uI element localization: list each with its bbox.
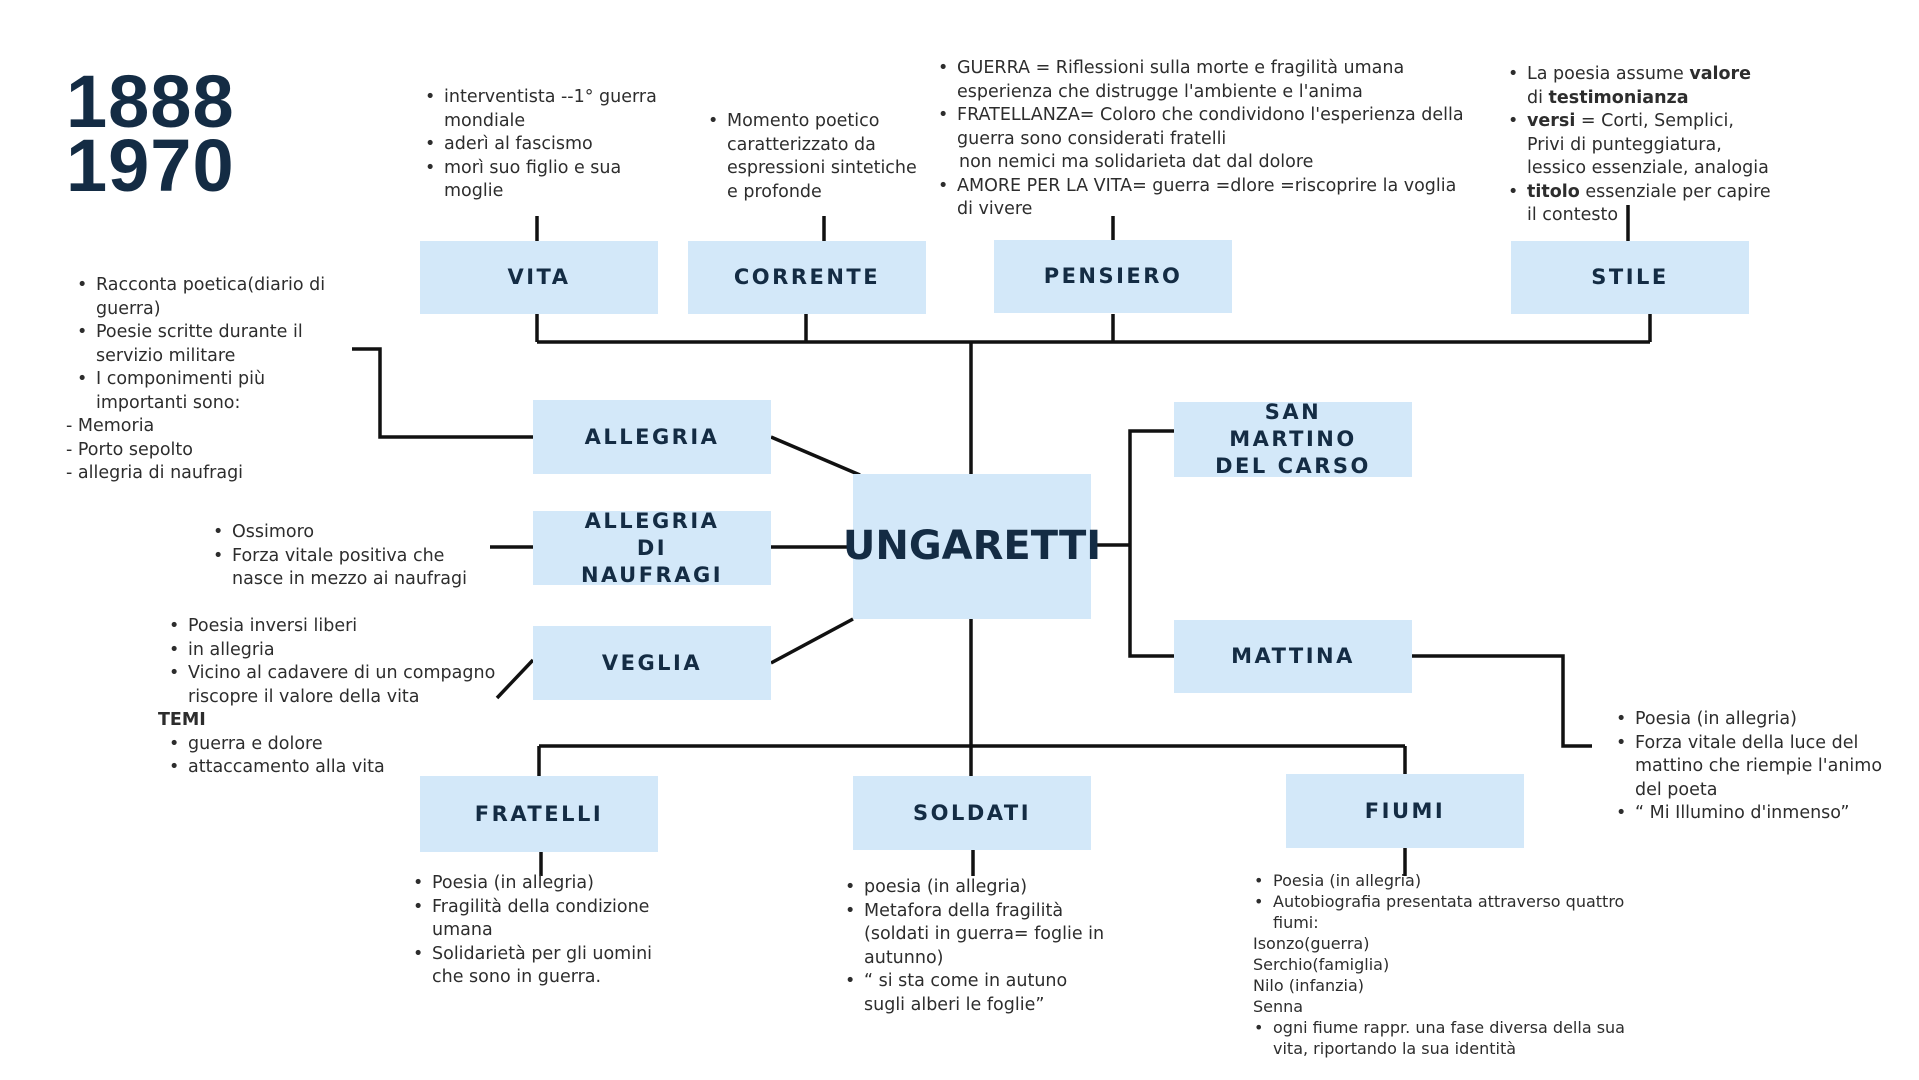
note-soldati: poesia (in allegria) Metafora della frag… — [844, 876, 1109, 1017]
note-fratelli: Poesia (in allegria) Fragilità della con… — [412, 872, 667, 990]
note-fiumi: Poesia (in allegria) Autobiografia prese… — [1253, 870, 1643, 1059]
note-item: La poesia assume valore di testimonianza — [1508, 63, 1772, 110]
connector — [1128, 429, 1174, 658]
note-item: titolo essenziale per capire il contesto — [1508, 181, 1772, 228]
node-san-martino-del-carso: SAN MARTINO DEL CARSO — [1174, 400, 1412, 478]
center-node-ungaretti: UNGARETTI — [843, 474, 1101, 619]
note-item: Forza vitale positiva che nasce in mezzo… — [213, 545, 482, 592]
note-pensiero: GUERRA = Riflessioni sulla morte e fragi… — [937, 57, 1477, 222]
note-stile: La poesia assume valore di testimonianza… — [1507, 63, 1772, 228]
note-line: Senna — [1253, 997, 1304, 1016]
note-line: Serchio(famiglia) — [1253, 955, 1390, 974]
note-item: aderì al fascismo — [425, 133, 684, 157]
note-item: I componimenti più importanti sono: — [77, 368, 356, 415]
connector — [770, 435, 861, 477]
connector — [770, 617, 854, 665]
death-year: 1970 — [66, 124, 235, 207]
note-allegria: Racconta poetica(diario di guerra) Poesi… — [66, 274, 356, 486]
node-pensiero: PENSIERO — [994, 240, 1232, 313]
note-item: Poesie scritte durante il servizio milit… — [77, 321, 356, 368]
note-item: guerra e dolore — [169, 733, 508, 757]
connector — [352, 347, 533, 439]
note-item: versi = Corti, Semplici, Privi di punteg… — [1508, 110, 1772, 181]
note-line: - allegria di naufragi — [66, 463, 244, 483]
note-line: - Porto sepolto — [66, 439, 193, 460]
node-soldati: SOLDATI — [853, 776, 1091, 850]
note-item: Autobiografia presentata attraverso quat… — [1254, 891, 1643, 933]
note-item: interventista --1° guerra mondiale — [425, 86, 684, 133]
connector — [1410, 654, 1592, 748]
note-line: non nemici ma solidarieta dat dal dolore — [959, 152, 1314, 172]
note-corrente: Momento poetico caratterizzato da espres… — [707, 110, 927, 204]
note-item: Poesia (in allegria) — [413, 872, 667, 896]
note-item: FRATELLANZA= Coloro che condividono l'es… — [938, 104, 1477, 151]
node-stile: STILE — [1511, 241, 1749, 314]
note-item: Fragilità della condizione umana — [413, 896, 667, 943]
note-item: Momento poetico caratterizzato da espres… — [708, 110, 927, 204]
note-item: in allegria — [169, 639, 508, 663]
node-mattina: MATTINA — [1174, 620, 1412, 693]
note-allegria-di-naufragi: Ossimoro Forza vitale positiva che nasce… — [212, 521, 482, 592]
note-item: “ Mi Illumino d'inmenso” — [1616, 802, 1885, 826]
note-item: morì suo figlio e sua moglie — [425, 157, 684, 204]
node-corrente: CORRENTE — [688, 241, 926, 314]
node-veglia: VEGLIA — [533, 626, 771, 700]
note-item: Poesia (in allegria) — [1254, 870, 1643, 891]
note-item: ogni fiume rappr. una fase diversa della… — [1254, 1017, 1643, 1059]
note-item: AMORE PER LA VITA= guerra =dlore =riscop… — [938, 175, 1477, 222]
note-item: Ossimoro — [213, 521, 482, 545]
node-vita: VITA — [420, 241, 658, 314]
note-item: Racconta poetica(diario di guerra) — [77, 274, 356, 321]
note-item: “ si sta come in autuno sugli alberi le … — [845, 970, 1109, 1017]
date-range: 1888 1970 — [66, 60, 235, 207]
node-fratelli: FRATELLI — [420, 776, 658, 852]
note-item: Poesia inversi liberi — [169, 615, 508, 639]
node-fiumi: FIUMI — [1286, 774, 1524, 848]
note-item: attaccamento alla vita — [169, 756, 508, 780]
note-line: Nilo (infanzia) — [1253, 976, 1365, 995]
note-item: Forza vitale della luce del mattino che … — [1616, 732, 1885, 803]
note-item: Vicino al cadavere di un compagno riscop… — [169, 662, 508, 709]
note-item: Metafora della fragilità (soldati in gue… — [845, 900, 1109, 971]
note-item: Poesia (in allegria) — [1616, 708, 1885, 732]
note-line: Isonzo(guerra) — [1253, 934, 1370, 953]
temi-label: TEMI — [158, 710, 206, 730]
note-line: - Memoria — [66, 416, 155, 436]
node-allegria: ALLEGRIA — [533, 400, 771, 474]
note-veglia: Poesia inversi liberi in allegria Vicino… — [158, 615, 508, 780]
birth-year: 1888 — [66, 60, 235, 143]
note-item: poesia (in allegria) — [845, 876, 1109, 900]
note-vita: interventista --1° guerra mondiale aderì… — [424, 86, 684, 204]
note-item: GUERRA = Riflessioni sulla morte e fragi… — [938, 57, 1477, 104]
node-allegria-di-naufragi: ALLEGRIA DI NAUFRAGI — [533, 509, 771, 587]
note-mattina: Poesia (in allegria) Forza vitale della … — [1615, 708, 1885, 826]
note-item: Solidarietà per gli uomini che sono in g… — [413, 943, 667, 990]
